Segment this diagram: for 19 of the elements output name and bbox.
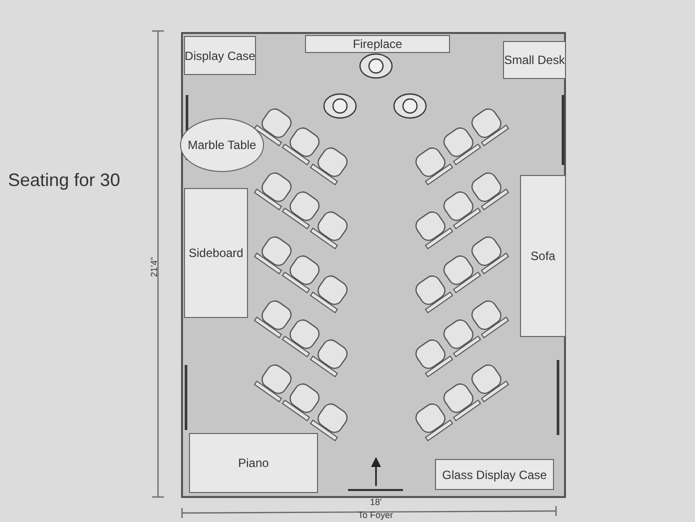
furniture-label: Marble Table xyxy=(188,138,256,152)
dimension-label: 18' xyxy=(370,497,382,507)
dimension-label: 21'4" xyxy=(148,257,159,277)
furniture-label: Sideboard xyxy=(188,246,244,260)
furniture-label: Glass Display Case xyxy=(442,468,547,482)
furniture-box xyxy=(520,175,566,337)
furniture-box xyxy=(435,459,554,490)
furniture-box xyxy=(503,41,566,79)
furniture-label: Fireplace xyxy=(352,37,402,51)
furniture-box xyxy=(189,433,318,493)
furniture-box xyxy=(184,188,248,318)
furniture-box xyxy=(184,36,256,75)
furniture-label: Small Desk xyxy=(504,53,565,67)
furniture-label: Display Case xyxy=(184,48,256,62)
furniture-label: Sofa xyxy=(530,249,556,263)
furniture-box xyxy=(305,35,450,53)
door-label: To Foyer xyxy=(358,510,394,520)
title: Seating for 30 xyxy=(8,170,120,191)
furniture-label: Piano xyxy=(238,456,269,470)
